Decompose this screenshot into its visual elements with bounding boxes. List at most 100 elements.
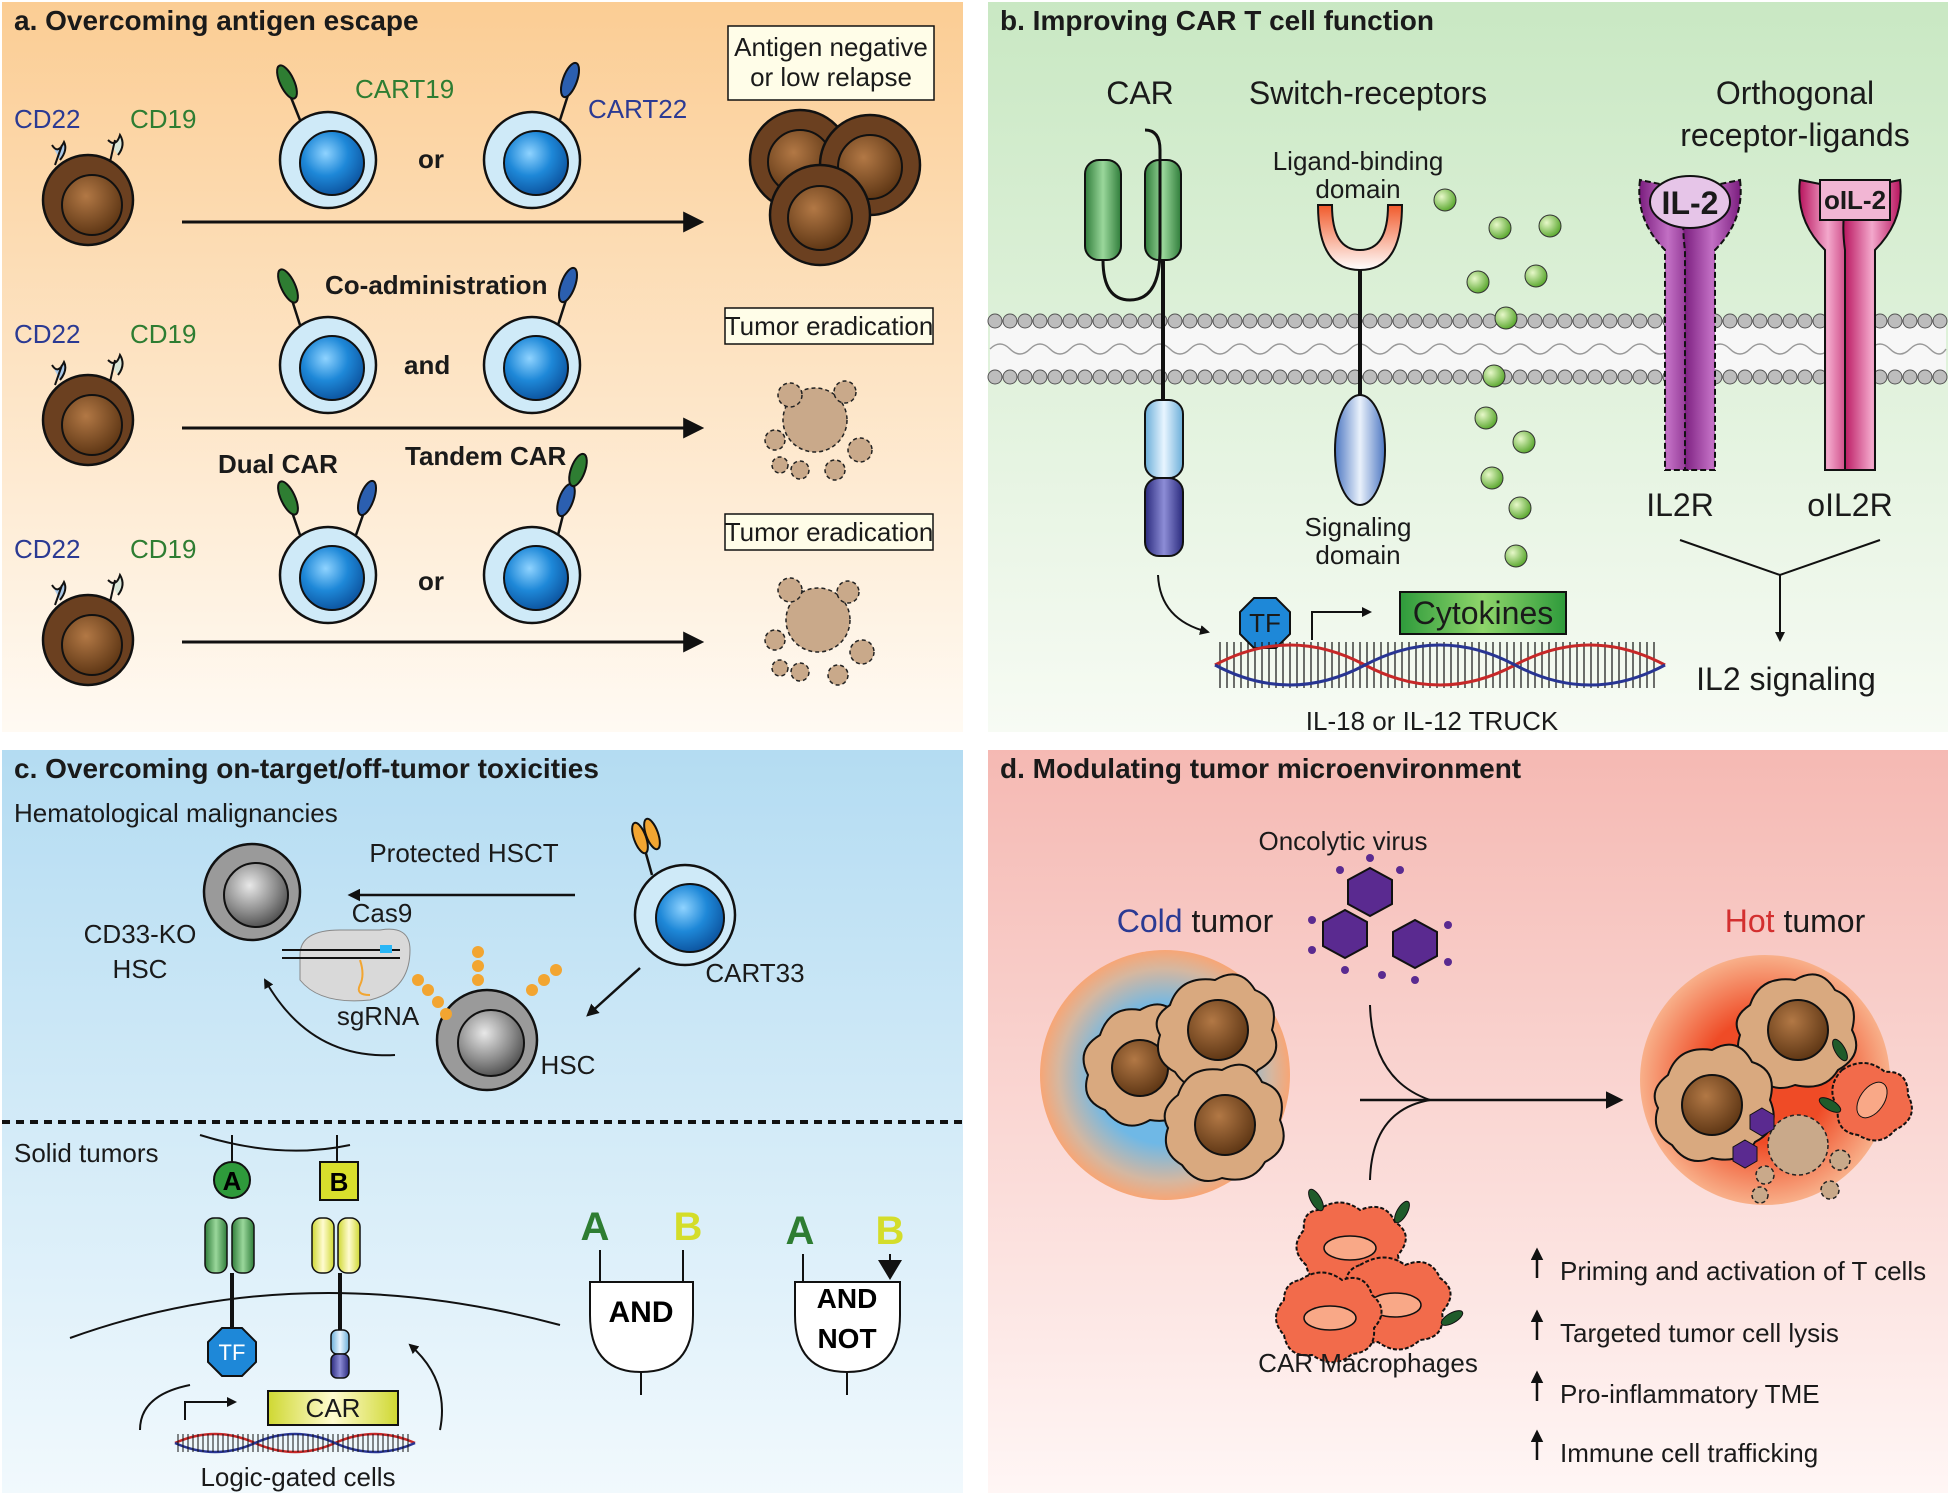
membrane-bead [1317,369,1333,385]
membrane-bead [1587,369,1603,385]
signaling-label-1: Signaling [1305,512,1412,542]
hsc-label: HSC [541,1050,596,1080]
outcome-box [727,25,935,101]
membrane-bead [1557,313,1573,329]
car-gene-label: CAR [306,1393,361,1423]
hsc-cell [412,946,562,1092]
cd19-label-3: CD19 [130,534,196,564]
membrane-bead [1257,369,1273,385]
membrane-bead [1122,313,1138,329]
membrane-bead [1437,313,1453,329]
relapse-tumor-cluster [748,108,922,267]
membrane-bead [987,369,1003,385]
cd22-label: CD22 [14,104,80,134]
membrane-bead [1302,369,1318,385]
tumor-cell-2 [41,352,135,467]
membrane-bead [1197,313,1213,329]
cold-tumor-word: tumor [1191,903,1273,939]
membrane-bead [1107,313,1123,329]
outcome-box-2 [724,307,934,345]
effect-4: Immune cell trafficking [1560,1438,1818,1468]
membrane-bead [1602,369,1618,385]
membrane-bead [1077,369,1093,385]
outcome-line-2: or low relapse [750,62,912,92]
cart33-cell [631,817,737,967]
andnot-input-b: B [876,1209,905,1253]
membrane-bead [1752,313,1768,329]
cart22-cell [482,61,582,210]
membrane-bead [1242,313,1258,329]
switch-receptor [1316,204,1404,506]
panel-a-title: a. Overcoming antigen escape [14,5,419,36]
membrane-bead [1527,313,1543,329]
cold-word: Cold [1117,903,1183,939]
andnot-line-2: NOT [817,1323,876,1354]
effect-1: Priming and activation of T cells [1560,1256,1926,1286]
membrane-bead [1617,369,1633,385]
membrane-bead [1017,369,1033,385]
membrane-bead [1362,313,1378,329]
membrane-bead [1122,369,1138,385]
heme-label: Hematological malignancies [14,798,338,828]
membrane-bead [1257,313,1273,329]
membrane-bead [1047,313,1063,329]
outcome-label-2: Tumor eradication [725,311,934,341]
andnot-input-a: A [786,1209,815,1253]
membrane-bead [1332,369,1348,385]
membrane-bead [1332,313,1348,329]
outcome-line-1: Antigen negative [734,32,928,62]
il2-label: IL-2 [1662,185,1719,221]
antigen-a [213,1161,251,1199]
panel-a: a. Overcoming antigen escape CD22 CD19 C… [14,5,935,687]
antigen-b [319,1161,359,1201]
membrane-bead [1167,369,1183,385]
membrane-bead [1047,369,1063,385]
oil2r-label: oIL2R [1807,487,1892,523]
car-heading: CAR [1106,75,1174,111]
membrane-bead [1542,313,1558,329]
membrane-bead [1377,369,1393,385]
il2r-label: IL2R [1646,487,1714,523]
outcome-box-3 [724,513,934,551]
membrane-bead [1422,369,1438,385]
membrane-bead [1902,369,1918,385]
membrane-bead [1272,313,1288,329]
membrane-bead [1422,313,1438,329]
membrane-bead [1407,313,1423,329]
hot-tumor-cells [1653,973,1913,1204]
ligand-binding-label-1: Ligand-binding [1273,146,1444,176]
hot-tumor-space [1775,903,1784,939]
membrane-bead [1557,369,1573,385]
membrane-bead [1362,369,1378,385]
membrane-bead [1032,369,1048,385]
membrane-bead [1002,313,1018,329]
car-macrophages-icon [1275,1188,1464,1364]
truck-label: IL-18 or IL-12 TRUCK [1306,706,1559,736]
membrane-bead [1107,369,1123,385]
eradicated-tumor [764,380,873,481]
membrane-bead [1212,369,1228,385]
andnot-line-1: AND [817,1283,878,1314]
membrane-bead [1932,313,1948,329]
membrane-bead [1227,369,1243,385]
cart22-label: CART22 [588,94,687,124]
membrane-bead [1632,369,1648,385]
logic-gated-label: Logic-gated cells [200,1462,395,1492]
tumor-cell [41,132,135,247]
membrane-bead [1602,313,1618,329]
membrane-bead [1392,369,1408,385]
il2r-receptor [1638,175,1742,471]
membrane-bead [1392,313,1408,329]
membrane-bead [1287,313,1303,329]
membrane-bead [1782,369,1798,385]
membrane-bead [1032,313,1048,329]
membrane-bead [1062,313,1078,329]
effect-2: Targeted tumor cell lysis [1560,1318,1839,1348]
cd33ko-hsc-cell [202,842,302,942]
car-receptor-c [311,1217,361,1379]
co-administration-label: Co-administration [325,270,547,300]
or-label-3: or [418,566,444,596]
and-not-gate: A B AND NOT [786,1209,905,1395]
antigen-a-label: A [223,1166,242,1196]
